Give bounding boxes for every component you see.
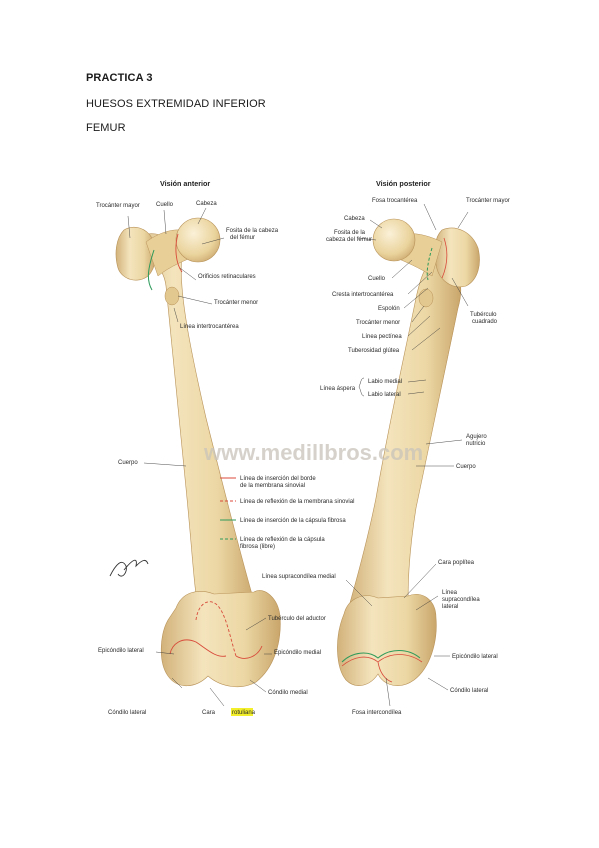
label-fosita-post-1: Fosita de la xyxy=(334,230,366,236)
label-trocanter-mayor-ant: Trocánter mayor xyxy=(96,203,140,209)
legend-item-4-line2: fibrosa (libre) xyxy=(240,544,275,550)
linea-aspera-brace xyxy=(358,377,365,397)
label-supracondilea-medial: Línea supracondílea medial xyxy=(262,574,336,580)
posterior-labels: Fosa trocantérea Trocánter mayor Cabeza … xyxy=(262,198,510,716)
femur-illustration: Visión anterior Visión posterior www.med… xyxy=(96,179,510,716)
label-tuberosidad-glutea: Tuberosidad glútea xyxy=(348,348,400,354)
label-trocanter-menor-post: Trocánter menor xyxy=(356,320,400,326)
posterior-femur xyxy=(337,218,480,686)
legend-item-1-line1: Línea de inserción del borde xyxy=(240,476,316,482)
label-epicondilo-lateral-ant: Epicóndilo lateral xyxy=(98,648,144,654)
label-cara-highlight: rotuliana xyxy=(232,710,256,716)
label-supracondilea-lateral-3: lateral xyxy=(442,604,458,610)
label-cabeza-post: Cabeza xyxy=(344,216,365,222)
practice-title: PRACTICA 3 xyxy=(86,72,153,84)
label-cuerpo-post: Cuerpo xyxy=(456,464,476,470)
label-agujero-1: Agujero xyxy=(466,434,487,440)
label-cabeza-ant: Cabeza xyxy=(196,201,217,207)
label-espolon: Espolón xyxy=(378,306,400,312)
anterior-femur xyxy=(115,217,281,688)
label-fosita-ant-2: del fémur xyxy=(230,235,255,241)
label-orificios-ant: Orificios retinaculares xyxy=(198,274,256,280)
legend-item-2: Línea de reflexión de la membrana sinovi… xyxy=(240,499,354,505)
label-cuello-ant: Cuello xyxy=(156,202,174,208)
label-trocanter-mayor-post: Trocánter mayor xyxy=(466,198,510,204)
label-cuerpo-ant: Cuerpo xyxy=(118,460,138,466)
anterior-labels: Trocánter mayor Cuello Cabeza Fosita de … xyxy=(96,201,326,716)
label-fosita-post-2: cabeza del fémur xyxy=(326,237,372,243)
netter-signature xyxy=(109,559,149,577)
label-condilo-lateral-post: Cóndilo lateral xyxy=(450,688,488,694)
anterior-view-title: Visión anterior xyxy=(160,179,210,188)
label-condilo-lateral-ant: Cóndilo lateral xyxy=(108,710,146,716)
anterior-leader-lines xyxy=(127,207,272,707)
label-fosa-trocanterea: Fosa trocantérea xyxy=(372,198,418,204)
label-linea-pectinea: Línea pectínea xyxy=(362,334,402,340)
label-labio-medial: Labio medial xyxy=(368,379,402,385)
label-labio-lateral: Labio lateral xyxy=(368,392,401,398)
label-epicondilo-medial: Epicóndilo medial xyxy=(274,650,321,656)
watermark: www.medillbros.com xyxy=(203,440,423,465)
legend-item-1-line2: de la membrana sinovial xyxy=(240,483,305,489)
femur-anatomy-figure: Visión anterior Visión posterior www.med… xyxy=(86,168,514,734)
posterior-view-title: Visión posterior xyxy=(376,179,431,188)
label-fosita-ant-1: Fosita de la cabeza xyxy=(226,228,279,234)
section-title: HUESOS EXTREMIDAD INFERIOR xyxy=(86,98,266,110)
label-cara-poplitea: Cara poplítea xyxy=(438,560,475,566)
highlight-mark xyxy=(231,708,253,716)
label-linea-intertrocanterea: Línea intertrocantérea xyxy=(180,324,239,330)
label-tuberculo-cuadrado-2: cuadrado xyxy=(472,319,498,325)
label-cara-prefix: Cara xyxy=(202,710,216,716)
label-cresta: Cresta intertrocantérea xyxy=(332,292,394,298)
label-cuello-post: Cuello xyxy=(368,276,386,282)
label-supracondilea-lateral-2: supracondílea xyxy=(442,597,480,603)
label-tuberculo-cuadrado-1: Tubérculo xyxy=(470,312,497,318)
label-condilo-medial: Cóndilo medial xyxy=(268,690,308,696)
label-supracondilea-lateral-1: Línea xyxy=(442,590,458,596)
label-tuberculo-aductor: Tubérculo del aductor xyxy=(268,616,326,622)
legend: Línea de inserción del borde de la membr… xyxy=(220,476,354,550)
label-agujero-2: nutricio xyxy=(466,441,486,447)
label-linea-aspera: Línea áspera xyxy=(320,386,356,392)
label-epicondilo-lateral-post: Epicóndilo lateral xyxy=(452,654,498,660)
label-trocanter-menor-ant: Trocánter menor xyxy=(214,300,258,306)
label-fosa-intercondilea: Fosa intercondílea xyxy=(352,710,402,716)
legend-item-4-line1: Línea de reflexión de la cápsula xyxy=(240,537,325,543)
subsection-title: FEMUR xyxy=(86,122,126,134)
legend-item-3: Línea de inserción de la cápsula fibrosa xyxy=(240,518,346,524)
posterior-leader-lines xyxy=(345,203,469,707)
